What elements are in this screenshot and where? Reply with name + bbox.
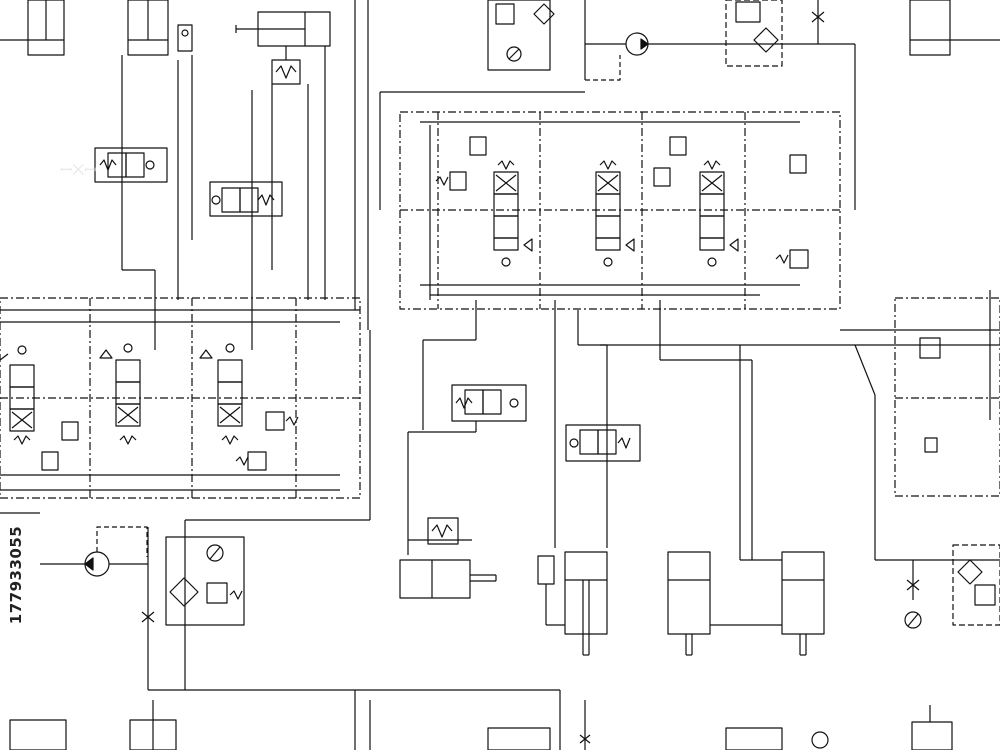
directional-valve-l3 (199, 343, 243, 445)
valve-block-right (894, 297, 1000, 497)
stock-id-label: 177933055 (2, 515, 30, 635)
cylinder-top-left-2 (127, 0, 193, 56)
directional-valve-c3 (653, 136, 739, 267)
cylinder-vertical-b (667, 551, 711, 656)
directional-valve-l1 (0, 345, 35, 445)
directional-valve-c2 (595, 160, 635, 267)
pressure-valve-c4 (775, 154, 809, 269)
directional-valve-c1 (435, 136, 533, 267)
filter-unit-lower-left (148, 520, 560, 691)
cylinder-horizontal-lower (399, 517, 497, 599)
svg-text:ꟷ⨉ꟷ: ꟷ⨉ꟷ (60, 161, 96, 179)
filter-unit-top (487, 0, 555, 71)
filter-unit-top-right (725, 0, 825, 67)
relief-valve-l1 (41, 411, 299, 471)
bottom-center-symbols (354, 690, 953, 751)
pump-lower-left (40, 526, 155, 690)
watermark: ꟷ⨉ꟷ (60, 161, 96, 179)
cylinder-vertical-a (537, 551, 608, 656)
cylinder-top-right (909, 0, 1000, 56)
valve-block-left (0, 297, 361, 499)
cylinder-bottom-left (9, 700, 177, 751)
cylinder-top-left-1 (0, 0, 65, 56)
pump-top (584, 0, 856, 210)
valve-center-mid-b (565, 424, 641, 462)
cylinder-vertical-c (781, 551, 825, 656)
filter-unit-lower-right (904, 544, 1000, 629)
stock-id-text: 177933055 (7, 525, 25, 625)
cylinder-top-horizontal (235, 11, 331, 85)
directional-valve-l2 (99, 343, 141, 445)
valve-center-mid-a (451, 384, 527, 422)
valve-left-b (209, 181, 283, 217)
valve-left-a (94, 147, 168, 183)
